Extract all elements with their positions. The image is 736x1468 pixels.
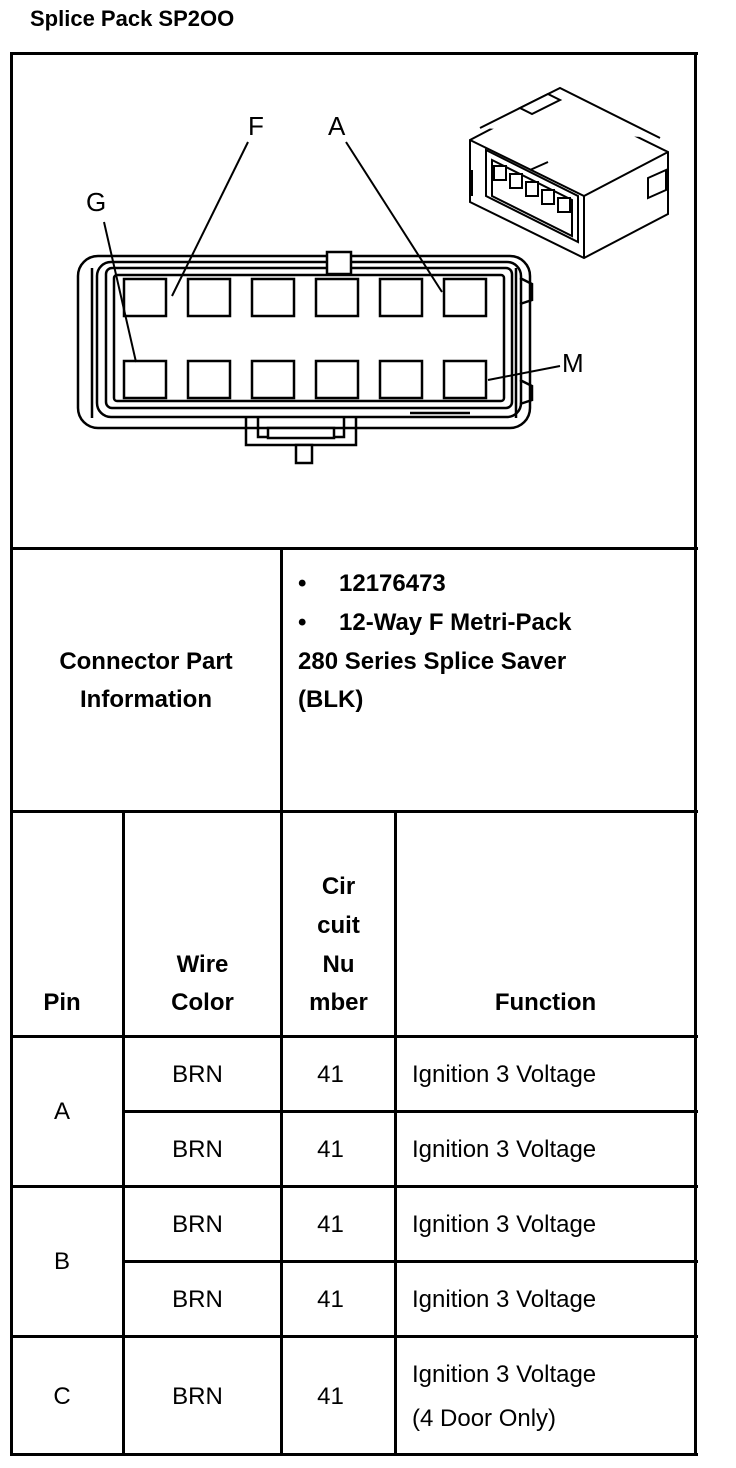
header-pin: Pin <box>43 989 81 1016</box>
header-circuit-line: cuit <box>317 912 360 939</box>
group-divider <box>10 1335 698 1338</box>
function-note: (4 Door Only) <box>412 1405 557 1432</box>
bullet: • <box>298 609 307 636</box>
row-divider <box>122 1260 698 1263</box>
circuit-number: 41 <box>317 1286 344 1313</box>
table-top-border <box>10 52 698 55</box>
wire-color: BRN <box>172 1286 223 1313</box>
info-column-divider <box>280 547 283 1456</box>
pin-a: A <box>53 1098 70 1125</box>
connector-diagram: F A G M <box>76 86 669 465</box>
callout-lines <box>103 141 561 381</box>
circuit-number: 41 <box>317 1136 344 1163</box>
wire-color: BRN <box>172 1061 223 1088</box>
page-title: Splice Pack SP2OO <box>30 6 235 31</box>
circuit-number: 41 <box>317 1211 344 1238</box>
connector-cavity-inner <box>112 273 506 403</box>
function: Ignition 3 Voltage <box>412 1211 597 1238</box>
connector-description-line1: 12-Way F Metri-Pack <box>339 609 572 636</box>
info-bottom-border <box>10 810 698 813</box>
header-circuit-line: mber <box>309 989 368 1016</box>
connector-description-line3: (BLK) <box>298 686 364 713</box>
pin-c: C <box>53 1383 71 1410</box>
function: Ignition 3 Voltage <box>412 1061 597 1088</box>
bullet: • <box>298 570 307 597</box>
connector-description-line2: 280 Series Splice Saver <box>298 648 567 675</box>
header-circuit-line: Nu <box>322 951 355 978</box>
header-wire-color-line2: Color <box>171 989 234 1016</box>
function: Ignition 3 Voltage <box>412 1136 597 1163</box>
wire-color: BRN <box>172 1136 223 1163</box>
part-number: 12176473 <box>339 570 446 597</box>
header-function: Function <box>494 989 597 1016</box>
connector-isometric-view <box>469 86 669 260</box>
table-right-border <box>694 52 697 1456</box>
circuit-column-divider <box>394 810 397 1456</box>
connector-housing-inner <box>95 260 523 419</box>
circuit-number: 41 <box>317 1061 344 1088</box>
connector-info-label-line1: Connector Part <box>59 648 233 675</box>
table-left-border <box>10 52 13 1456</box>
connector-face-view <box>76 250 534 465</box>
label-m: M <box>562 348 584 378</box>
circuit-number: 41 <box>317 1383 344 1410</box>
diagram-bottom-border <box>10 547 698 550</box>
function: Ignition 3 Voltage <box>412 1361 597 1388</box>
label-a: A <box>328 111 346 141</box>
table-bottom-border <box>10 1453 698 1456</box>
label-f: F <box>248 111 264 141</box>
terminal-cavities <box>122 277 488 400</box>
connector-cavity-frame <box>104 266 514 410</box>
pin-column-divider <box>122 810 125 1456</box>
connector-info-label-line2: Information <box>80 686 212 713</box>
top-key <box>325 250 353 276</box>
header-circuit-line: Cir <box>321 873 356 900</box>
wire-color: BRN <box>172 1383 223 1410</box>
header-wire-color-line1: Wire <box>176 951 229 978</box>
function: Ignition 3 Voltage <box>412 1286 597 1313</box>
wire-color: BRN <box>172 1211 223 1238</box>
group-divider <box>10 1185 698 1188</box>
pin-b: B <box>53 1248 70 1275</box>
header-bottom-border <box>10 1035 698 1038</box>
label-g: G <box>86 187 106 217</box>
row-divider <box>122 1110 698 1113</box>
